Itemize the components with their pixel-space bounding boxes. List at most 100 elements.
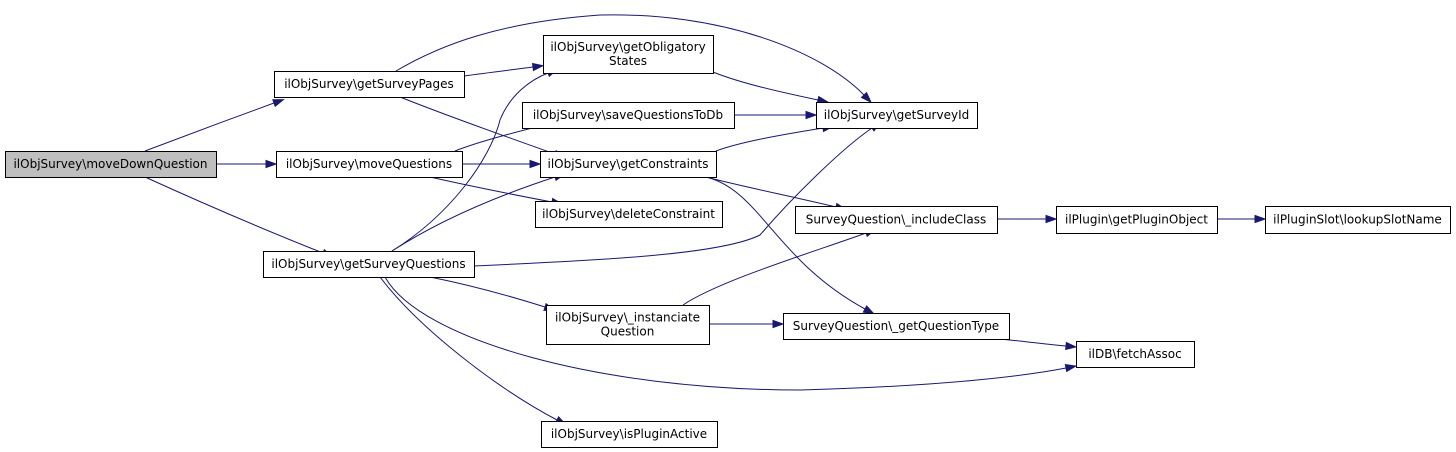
edge-moveDownQuestion-to-moveQuestions (216, 159, 278, 169)
node-box (535, 201, 723, 228)
edge-arrowhead (272, 99, 285, 108)
node-label: ilObjSurvey\getObligatory (550, 40, 705, 54)
node-label: ilPluginSlot\lookupSlotName (1273, 213, 1442, 227)
edge-line (463, 66, 534, 77)
node-lookupSlotName[interactable]: ilPluginSlot\lookupSlotName (1265, 206, 1451, 234)
edge-line (999, 338, 1067, 347)
edge-getQuestionType-to-fetchAssoc (999, 338, 1078, 351)
node-label: ilObjSurvey\getSurveyQuestions (271, 257, 465, 271)
node-box (276, 151, 463, 178)
node-box (795, 206, 998, 234)
edge-arrowhead (862, 305, 876, 315)
edge-line (391, 72, 549, 252)
edge-line (144, 176, 324, 254)
edge-getConstraints-to-getQuestionType (705, 176, 876, 315)
edge-moveQuestions-to-getConstraints (462, 159, 542, 169)
node-label: ilObjSurvey\_instanciate (555, 311, 700, 325)
node-box (543, 35, 714, 74)
node-box (816, 102, 978, 129)
edge-arrowhead (860, 91, 873, 104)
edge-moveDownQuestion-to-getSurveyQuestions (144, 176, 334, 258)
edge-line (429, 276, 546, 308)
edge-line (712, 71, 819, 101)
node-moveDownQuestion[interactable]: ilObjSurvey\moveDownQuestion (5, 151, 217, 178)
node-getPluginObject[interactable]: ilPlugin\getPluginObject (1056, 206, 1218, 234)
node-getConstraints[interactable]: ilObjSurvey\getConstraints (540, 151, 717, 178)
node-getSurveyQuestions[interactable]: ilObjSurvey\getSurveyQuestions (263, 251, 475, 278)
edge-arrowhead (1254, 214, 1267, 224)
edge-arrowhead (805, 110, 818, 120)
edge-line (384, 276, 1067, 391)
edge-line (144, 102, 275, 152)
edge-includeClass-to-getPluginObject (996, 214, 1058, 224)
node-label: ilObjSurvey\isPluginActive (551, 427, 707, 441)
node-label: ilObjSurvey\getSurveyId (824, 108, 969, 122)
edge-arrowhead (1064, 363, 1078, 373)
edge-arrowhead (1045, 214, 1058, 224)
node-label: ilObjSurvey\getConstraints (547, 157, 708, 171)
edge-arrowhead (265, 159, 278, 169)
edge-getConstraints-to-includeClass (705, 176, 848, 211)
node-label: ilObjSurvey\deleteConstraint (542, 207, 715, 221)
edge-line (715, 127, 824, 152)
node-label: ilDB\fetchAssoc (1088, 347, 1181, 361)
edge-getSurveyQuestions-to-isPluginActive (379, 276, 568, 426)
node-box (274, 71, 465, 98)
edge-getSurveyQuestions-to-getSurveyId (473, 121, 882, 267)
edge-line (682, 232, 867, 306)
edge-line (391, 176, 556, 252)
node-moveQuestions[interactable]: ilObjSurvey\moveQuestions (276, 151, 463, 178)
node-box (546, 305, 710, 345)
node-fetchAssoc[interactable]: ilDB\fetchAssoc (1076, 341, 1195, 368)
node-isPluginActive[interactable]: ilObjSurvey\isPluginActive (541, 421, 718, 448)
edge-getPluginObject-to-lookupSlotName (1216, 214, 1267, 224)
node-label: SurveyQuestion\_getQuestionType (793, 319, 999, 333)
edge-getSurveyQuestions-to-fetchAssoc (384, 276, 1078, 391)
edge-getSurveyPages-to-getSurveyId (395, 14, 873, 104)
node-getSurveyPages[interactable]: ilObjSurvey\getSurveyPages (274, 71, 465, 98)
edge-getSurveyPages-to-getObligatoryStates (463, 62, 545, 77)
node-label: ilPlugin\getPluginObject (1065, 213, 1208, 227)
edge-getSurveyQuestions-to-instanciateQuestion (429, 276, 556, 311)
node-label: ilObjSurvey\getSurveyPages (284, 77, 454, 91)
node-label: SurveyQuestion\_includeClass (806, 213, 987, 227)
node-box (540, 151, 717, 178)
edge-line (705, 176, 866, 310)
node-box (522, 102, 735, 129)
node-label: States (609, 54, 647, 68)
edge-arrowhead (529, 159, 542, 169)
node-box (783, 313, 1010, 340)
edge-line (473, 127, 873, 267)
node-label: ilObjSurvey\moveQuestions (286, 157, 452, 171)
node-deleteConstraint[interactable]: ilObjSurvey\deleteConstraint (535, 201, 723, 228)
edge-line (399, 96, 556, 155)
node-box (263, 251, 475, 278)
edge-instanciateQuestion-to-includeClass (682, 229, 877, 306)
node-getQuestionType[interactable]: SurveyQuestion\_getQuestionType (783, 313, 1010, 340)
nodes-layer: ilObjSurvey\moveDownQuestion ilObjSurvey\… (5, 35, 1451, 448)
edge-arrowhead (531, 62, 545, 72)
node-box (1265, 206, 1451, 234)
edge-arrowhead (772, 319, 785, 329)
node-label: Question (601, 325, 655, 339)
node-getSurveyId[interactable]: ilObjSurvey\getSurveyId (816, 102, 978, 129)
node-box (541, 421, 718, 448)
edge-moveDownQuestion-to-getSurveyPages (144, 99, 285, 152)
node-saveQuestionsToDb[interactable]: ilObjSurvey\saveQuestionsToDb (522, 102, 735, 129)
node-box (1076, 341, 1195, 368)
node-box (1056, 206, 1218, 234)
node-label: ilObjSurvey\moveDownQuestion (13, 157, 207, 171)
edge-getObligatoryStates-to-getSurveyId (712, 71, 830, 105)
node-label: ilObjSurvey\saveQuestionsToDb (533, 108, 723, 122)
edge-instanciateQuestion-to-getQuestionType (709, 319, 785, 329)
edge-line (379, 276, 558, 421)
node-includeClass[interactable]: SurveyQuestion\_includeClass (795, 206, 998, 234)
node-box (5, 151, 217, 178)
edge-line (395, 14, 865, 96)
edge-arrowhead (1065, 341, 1078, 351)
edge-line (429, 176, 553, 203)
edge-saveQuestionsToDb-to-getSurveyId (733, 110, 818, 120)
